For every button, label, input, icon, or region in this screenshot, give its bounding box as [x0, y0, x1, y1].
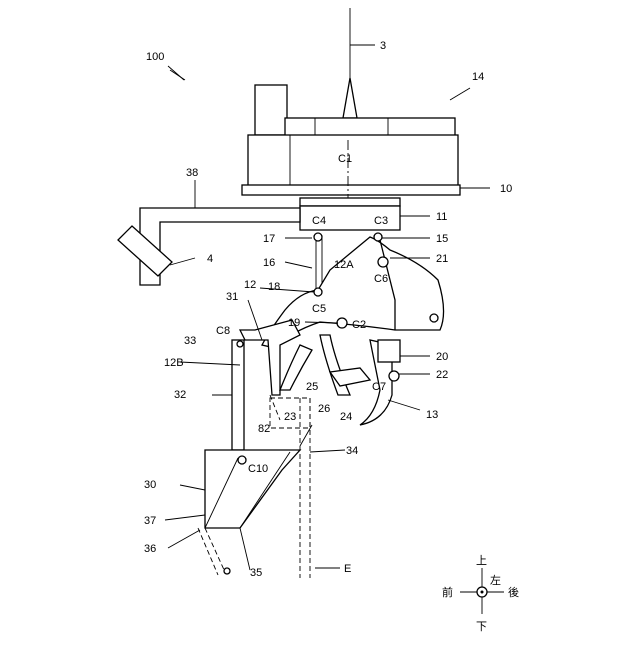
label-12b: 12B [164, 357, 184, 369]
cylinder-20 [378, 340, 400, 362]
label-12: 12 [244, 279, 256, 291]
label-37: 37 [144, 515, 156, 527]
label-3: 3 [380, 40, 386, 52]
label-25: 25 [306, 381, 318, 393]
hopper-30 [205, 450, 300, 528]
label-23: 23 [284, 411, 296, 423]
label-21: 21 [436, 253, 448, 265]
motor-block [255, 85, 287, 135]
label-19: 19 [288, 317, 300, 329]
point-c3: C3 [374, 215, 388, 227]
compass-back: 後 [508, 585, 519, 599]
label-30: 30 [144, 479, 156, 491]
label-22: 22 [436, 369, 448, 381]
label-33: 33 [184, 335, 196, 347]
compass-left: 左 [490, 574, 501, 587]
cone-part [343, 78, 357, 118]
label-24: 24 [340, 411, 352, 423]
label-82: 82 [258, 423, 270, 435]
point-c4: C4 [312, 215, 326, 227]
label-14: 14 [472, 71, 484, 83]
label-26: 26 [318, 403, 330, 415]
base-plate-10 [242, 185, 460, 195]
point-c1: C1 [338, 153, 352, 165]
label-16: 16 [263, 257, 275, 269]
point-c7: C7 [372, 381, 386, 393]
label-17: 17 [263, 233, 275, 245]
label-31: 31 [226, 291, 238, 303]
point-c5: C5 [312, 303, 326, 315]
label-20: 20 [436, 351, 448, 363]
label-11: 11 [436, 211, 447, 223]
label-4: 4 [207, 253, 213, 265]
label-10: 10 [500, 183, 512, 195]
flange [300, 198, 400, 206]
label-32: 32 [174, 389, 186, 401]
label-35: 35 [250, 567, 262, 579]
point-c8: C8 [216, 325, 230, 337]
point-c10: C10 [248, 463, 268, 475]
label-15: 15 [436, 233, 448, 245]
point-c6: C6 [374, 273, 388, 285]
label-100: 100 [146, 51, 164, 63]
label-34: 34 [346, 445, 358, 457]
housing-body [248, 135, 458, 187]
claw-24 [320, 335, 350, 395]
label-13: 13 [426, 409, 438, 421]
ref-arrow [168, 66, 184, 80]
compass-up: 上 [476, 554, 487, 567]
point-c2: C2 [352, 319, 366, 331]
label-36: 36 [144, 543, 156, 555]
label-12a: 12A [334, 259, 354, 271]
label-38: 38 [186, 167, 198, 179]
label-18: 18 [268, 281, 280, 293]
frame-32 [232, 340, 244, 450]
compass-front: 前 [442, 585, 453, 599]
label-e: E [344, 563, 351, 575]
arm-38 [140, 208, 300, 285]
compass-down: 下 [476, 621, 487, 633]
